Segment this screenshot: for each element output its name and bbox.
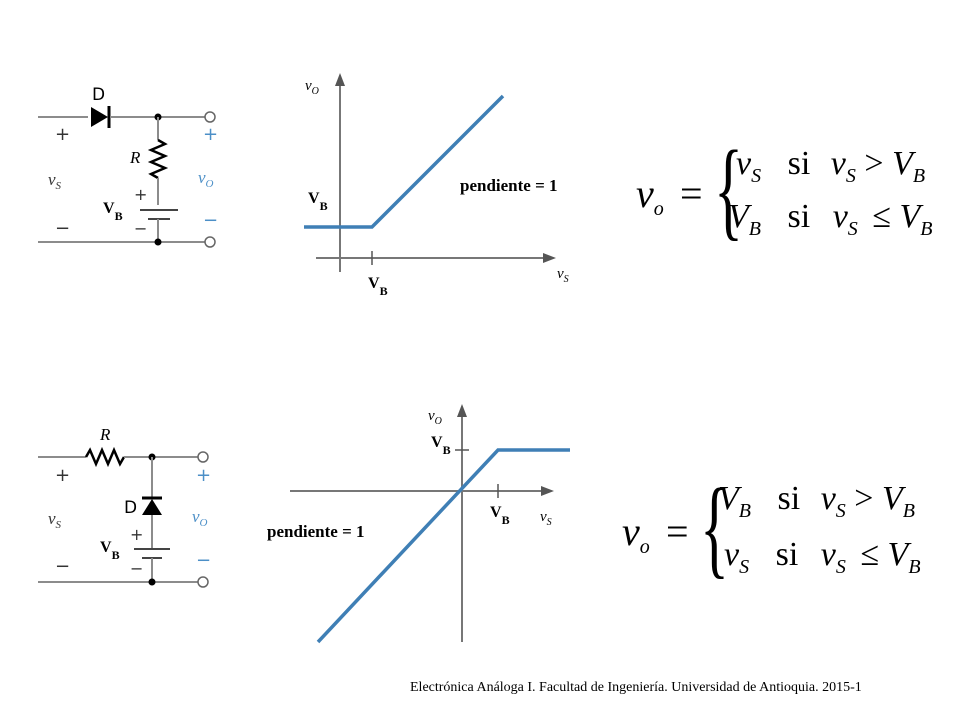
vs-minus: − <box>55 218 70 239</box>
terminal-out-bottom <box>204 236 216 248</box>
tick-label: VB <box>368 275 388 298</box>
equation-lhs: vo <box>622 509 650 558</box>
slope-label: pendiente = 1 <box>267 522 365 541</box>
graph-bottom: vO vS VB VB pendiente = 1 <box>267 404 570 644</box>
level-label: VB <box>308 190 328 213</box>
x-axis-label: vS <box>540 509 552 528</box>
x-axis-arrow <box>541 486 554 496</box>
vs-label: vS <box>48 170 62 192</box>
equation-row-1: vS si vS > VB <box>736 145 926 187</box>
resistor-symbol <box>147 138 169 180</box>
equation-equals: = <box>666 509 689 554</box>
diode-symbol <box>142 496 162 515</box>
vo-label: vO <box>198 168 214 190</box>
battery-symbol <box>140 209 178 220</box>
equation-bottom: vo = { VB si vS > VB vS si vS ≤ VB <box>622 472 942 588</box>
equation-row-1: VB si vS > VB <box>718 480 915 522</box>
transfer-curve <box>304 94 505 229</box>
tick-label: VB <box>490 504 510 527</box>
battery-label: VB <box>103 200 123 223</box>
circuit-top: D R + − vS + − vO + − VB <box>38 85 218 248</box>
vs-minus: − <box>55 556 70 577</box>
battery-plus: + <box>130 525 143 544</box>
equation-row-2: VB si vS ≤ VB <box>728 198 933 240</box>
equation-row-2: vS si vS ≤ VB <box>724 536 921 578</box>
terminal-out-top <box>204 111 216 123</box>
junction-dot <box>148 578 156 586</box>
resistor-label: R <box>99 425 111 444</box>
junction-dot <box>154 238 162 246</box>
diode-label: D <box>124 498 137 518</box>
y-axis-arrow <box>457 404 467 417</box>
terminal-out-bottom <box>197 576 209 588</box>
vs-label: vS <box>48 509 62 531</box>
footer-credit: Electrónica Análoga I. Facultad de Ingen… <box>410 680 862 695</box>
x-axis-label: vS <box>557 266 569 285</box>
diode-symbol <box>91 106 111 128</box>
terminal-out-top <box>197 451 209 463</box>
battery-minus: − <box>134 219 147 238</box>
resistor-label: R <box>129 148 141 167</box>
battery-label: VB <box>100 539 120 562</box>
circuit-bottom: R D + − vS + − vO + − VB <box>38 425 211 588</box>
battery-minus: − <box>130 559 143 578</box>
graph-top: vO vS VB VB pendiente = 1 <box>304 73 569 298</box>
transfer-curve <box>316 448 570 644</box>
diode-label: D <box>92 85 105 105</box>
vo-plus: + <box>196 465 211 486</box>
battery-symbol <box>134 548 170 559</box>
x-axis-arrow <box>543 253 556 263</box>
equation-lhs: vo <box>636 171 664 220</box>
y-axis-label: vO <box>428 408 442 427</box>
vo-label: vO <box>192 507 208 529</box>
equation-equals: = <box>680 171 703 216</box>
equation-brace: { <box>714 128 744 250</box>
level-label: VB <box>431 434 451 457</box>
y-axis-label: vO <box>305 78 319 97</box>
vs-plus: + <box>55 124 70 145</box>
equation-top: vo = { vS si vS > VB VB si vS ≤ VB <box>636 134 956 250</box>
battery-plus: + <box>134 185 147 204</box>
slope-label: pendiente = 1 <box>460 176 558 195</box>
vo-minus: − <box>196 550 211 571</box>
vs-plus: + <box>55 465 70 486</box>
resistor-symbol <box>84 446 126 468</box>
vo-plus: + <box>203 124 218 145</box>
vo-minus: − <box>203 210 218 231</box>
y-axis-arrow <box>335 73 345 86</box>
equation-brace: { <box>700 466 730 588</box>
